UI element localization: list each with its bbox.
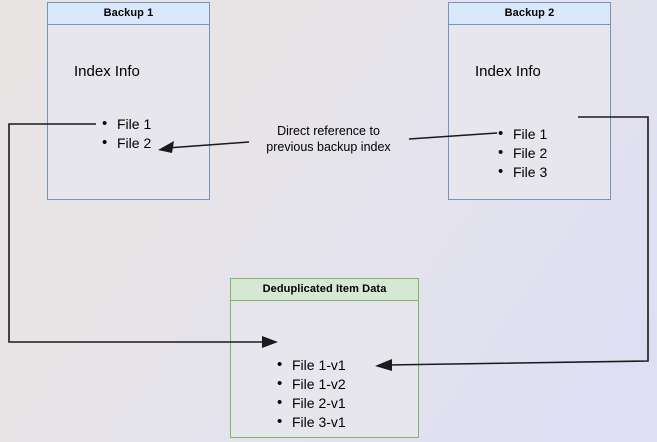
list-item: File 1 bbox=[498, 124, 547, 144]
list-item: File 2-v1 bbox=[277, 393, 346, 413]
backup-2-index-info-label: Index Info bbox=[475, 63, 541, 80]
deduplicated-file-list: File 1-v1 File 1-v2 File 2-v1 File 3-v1 bbox=[277, 355, 346, 432]
deduplicated-item-data-header: Deduplicated Item Data bbox=[231, 279, 418, 301]
backup-1-header: Backup 1 bbox=[48, 3, 209, 25]
backup-1-file-list: File 1 File 2 bbox=[102, 114, 151, 153]
caption-line-1: Direct reference to bbox=[277, 124, 380, 138]
backup-1-index-info-label: Index Info bbox=[74, 63, 140, 80]
backup-2-header: Backup 2 bbox=[449, 3, 610, 25]
backup-1-body: Index Info File 1 File 2 bbox=[48, 25, 209, 200]
deduplicated-item-data-body: File 1-v1 File 1-v2 File 2-v1 File 3-v1 bbox=[231, 301, 418, 438]
list-item: File 3 bbox=[498, 162, 547, 182]
list-item: File 1-v2 bbox=[277, 374, 346, 394]
list-item: File 3-v1 bbox=[277, 412, 346, 432]
backup-2-box[interactable]: Backup 2 Index Info File 1 File 2 File 3 bbox=[448, 2, 611, 200]
caption-line-2: previous backup index bbox=[266, 140, 391, 154]
list-item: File 2 bbox=[102, 133, 151, 153]
list-item: File 1 bbox=[102, 114, 151, 134]
deduplicated-item-data-box[interactable]: Deduplicated Item Data File 1-v1 File 1-… bbox=[230, 278, 419, 438]
list-item: File 1-v1 bbox=[277, 355, 346, 375]
list-item: File 2 bbox=[498, 143, 547, 163]
backup-1-box[interactable]: Backup 1 Index Info File 1 File 2 bbox=[47, 2, 210, 200]
direct-reference-caption: Direct reference to previous backup inde… bbox=[252, 123, 405, 155]
backup-2-body: Index Info File 1 File 2 File 3 bbox=[449, 25, 610, 200]
backup-2-file-list: File 1 File 2 File 3 bbox=[498, 124, 547, 182]
